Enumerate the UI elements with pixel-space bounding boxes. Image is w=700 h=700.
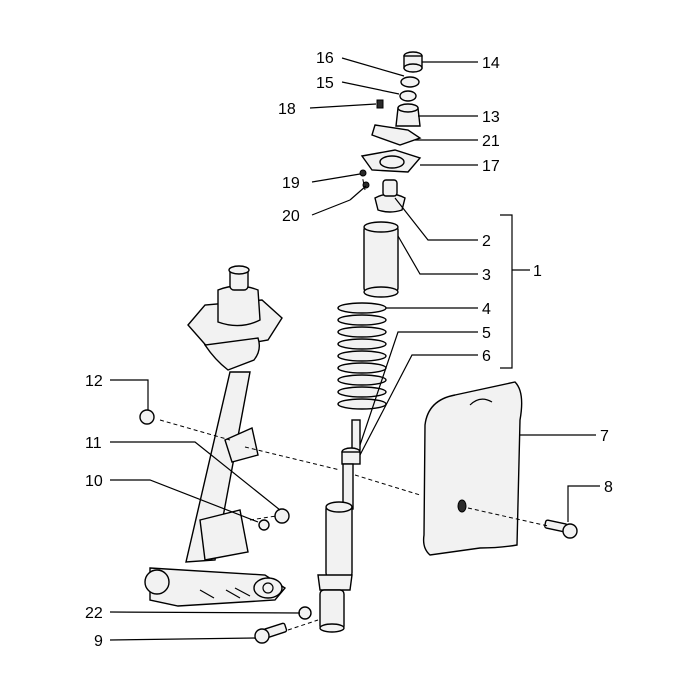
fork-assembly	[144, 265, 287, 607]
callout-8: 8	[604, 479, 613, 496]
callout-19: 19	[282, 175, 300, 192]
callout-18: 18	[278, 101, 296, 118]
small-parts	[139, 409, 578, 644]
callout-6: 6	[482, 348, 491, 365]
callout-12: 12	[85, 373, 103, 390]
callout-15: 15	[316, 75, 334, 92]
cover-panel	[422, 381, 523, 556]
callout-13: 13	[482, 109, 500, 126]
callout-11: 11	[85, 435, 102, 452]
callout-2: 2	[482, 233, 491, 250]
callout-7: 7	[600, 428, 609, 445]
shock-absorber-stack	[317, 51, 423, 633]
coil-spring	[337, 302, 387, 410]
callout-20: 20	[282, 208, 300, 225]
leader-lines	[109, 57, 600, 641]
callout-labels: 16 14 15 18 13 21 17 19 20 2 3 1 4 5 6 1…	[85, 50, 613, 650]
callout-4: 4	[482, 301, 491, 318]
callout-10: 10	[85, 473, 103, 490]
callout-5: 5	[482, 325, 491, 342]
callout-21: 21	[482, 133, 500, 150]
callout-17: 17	[482, 158, 500, 175]
callout-14: 14	[482, 55, 500, 72]
callout-22: 22	[85, 605, 103, 622]
callout-9: 9	[94, 633, 103, 650]
callout-16: 16	[316, 50, 334, 67]
callout-1: 1	[533, 263, 542, 280]
callout-3: 3	[482, 267, 491, 284]
